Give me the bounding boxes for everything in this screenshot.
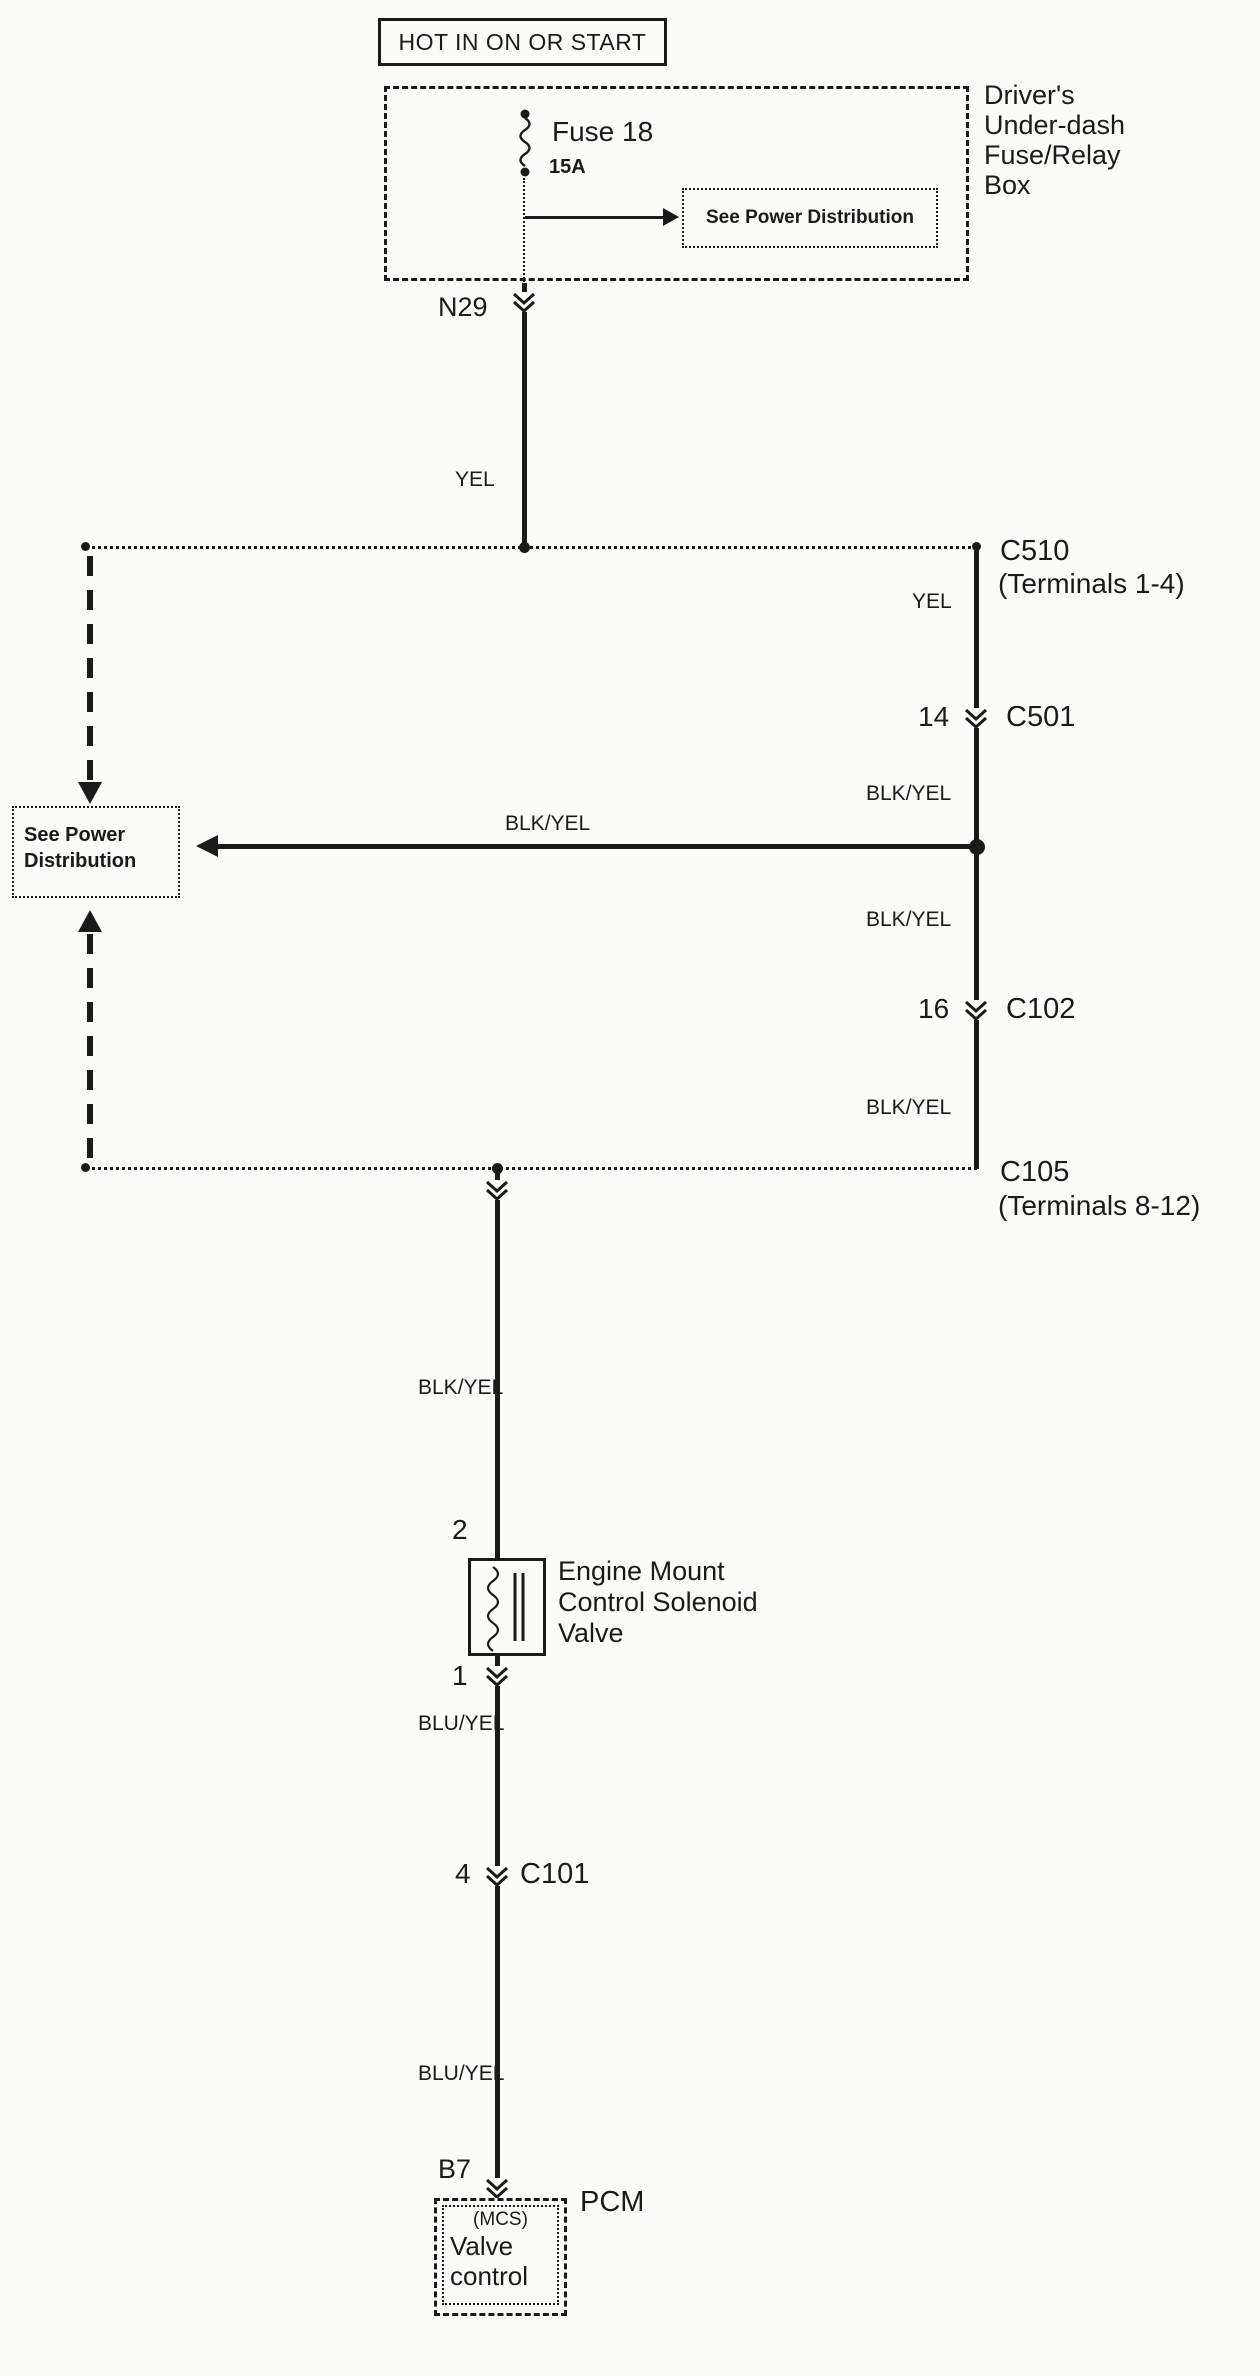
wire-color-label-blkyel-1: BLK/YEL (866, 782, 952, 805)
connector-c101-pin-label: 4 (455, 1858, 471, 1889)
connector-c510-terminals-label: (Terminals 1-4) (998, 568, 1185, 599)
wire-color-label-blkyel-3: BLK/YEL (866, 1096, 952, 1119)
hot-in-on-or-start-box: HOT IN ON OR START (378, 18, 667, 66)
pcm-inner-box: (MCS) Valve control (442, 2205, 559, 2305)
junction-dot (519, 542, 530, 553)
pcm-box: (MCS) Valve control (434, 2198, 567, 2316)
wire-color-label-bluyel-2: BLU/YEL (418, 2062, 505, 2085)
see-power-left-line2: Distribution (24, 850, 137, 872)
junction-dot (81, 542, 90, 551)
wire-blkyel-horizontal (216, 844, 974, 849)
wire-color-label-bluyel-1: BLU/YEL (418, 1712, 505, 1735)
junction-line-c105 (86, 1167, 977, 1170)
fuse-icon (505, 108, 545, 182)
see-power-branch-line (525, 216, 665, 219)
solenoid-title: Engine Mount Control Solenoid Valve (558, 1556, 758, 1649)
connector-n29-icon (510, 292, 538, 312)
hot-in-on-or-start-label: HOT IN ON OR START (398, 28, 647, 55)
wire-color-label-yel-top: YEL (455, 468, 495, 491)
fuse-drop-dotted-line (523, 178, 525, 282)
connector-n29-label: N29 (438, 292, 488, 322)
wire-color-label-blkyel-4: BLK/YEL (418, 1376, 504, 1399)
arrow-down-icon (78, 782, 102, 804)
pcm-control-label: control (450, 2261, 529, 2291)
wire-right-vertical (974, 548, 979, 1169)
solenoid-title-line1: Engine Mount (558, 1556, 725, 1586)
solenoid-pin2-label: 2 (452, 1514, 468, 1545)
connector-c102-pin-label: 16 (918, 993, 950, 1024)
arrow-left-icon (196, 835, 218, 857)
wire-blkyel-middle (495, 1169, 500, 1560)
see-power-left-line1: See Power (24, 824, 126, 846)
connector-c501-icon (962, 708, 990, 728)
under-dash-fuse-relay-box (384, 86, 969, 281)
pcm-valve-label: Valve (450, 2231, 514, 2261)
connector-c101-label: C101 (520, 1858, 590, 1890)
connector-c105-terminals-label: (Terminals 8-12) (998, 1190, 1201, 1221)
junction-line-c510 (86, 546, 977, 549)
pcm-title-label: PCM (580, 2186, 645, 2218)
fuse-rating-label: 15A (549, 156, 586, 178)
fuse-relay-box-title-line2: Under-dash (984, 110, 1126, 140)
fuse-relay-box-title: Driver's Under-dash Fuse/Relay Box (984, 80, 1125, 200)
left-dashed-line-lower (87, 934, 93, 1167)
wire-color-label-blkyel-2: BLK/YEL (866, 908, 952, 931)
connector-c501-label: C501 (1006, 701, 1076, 733)
see-power-distribution-inner-box: See Power Distribution (682, 188, 938, 248)
wire-bluyel-lower (495, 1656, 500, 2198)
wire-yel-top (522, 283, 527, 550)
fuse-label: Fuse 18 (552, 116, 654, 147)
connector-c102-icon (962, 1000, 990, 1020)
solenoid-title-line3: Valve (558, 1618, 624, 1648)
connector-c501-pin-label: 14 (918, 701, 950, 732)
junction-dot (972, 542, 981, 551)
pcm-pin-b7-label: B7 (438, 2154, 472, 2184)
arrow-up-icon (78, 910, 102, 932)
wire-color-label-blkyel-horizontal: BLK/YEL (505, 812, 591, 835)
wire-color-label-yel-right: YEL (912, 590, 952, 613)
see-power-distribution-inner-label: See Power Distribution (706, 207, 914, 228)
pcm-mcs-label: (MCS) (473, 2209, 528, 2230)
connector-c105-icon (483, 1180, 511, 1200)
solenoid-pin1-label: 1 (452, 1660, 468, 1691)
engine-mount-solenoid-box (468, 1558, 546, 1656)
connector-solenoid-icon (483, 1666, 511, 1686)
fuse-relay-box-title-line3: Fuse/Relay (984, 140, 1121, 170)
fuse-relay-box-title-line1: Driver's (984, 80, 1075, 110)
solenoid-title-line2: Control Solenoid (558, 1587, 758, 1617)
junction-dot-main (969, 839, 985, 855)
solenoid-coil-icon (486, 1566, 525, 1652)
connector-c105-label: C105 (1000, 1156, 1070, 1188)
junction-dot (81, 1163, 90, 1172)
connector-c510-label: C510 (1000, 535, 1070, 567)
connector-c101-icon (483, 1866, 511, 1886)
left-dashed-line-upper (87, 556, 93, 782)
connector-c102-label: C102 (1006, 993, 1076, 1025)
see-power-distribution-left-box: See Power Distribution (12, 806, 180, 898)
connector-b7-icon (483, 2178, 511, 2198)
junction-dot (492, 1163, 503, 1174)
fuse-relay-box-title-line4: Box (984, 170, 1031, 200)
arrow-right-icon (663, 208, 679, 226)
